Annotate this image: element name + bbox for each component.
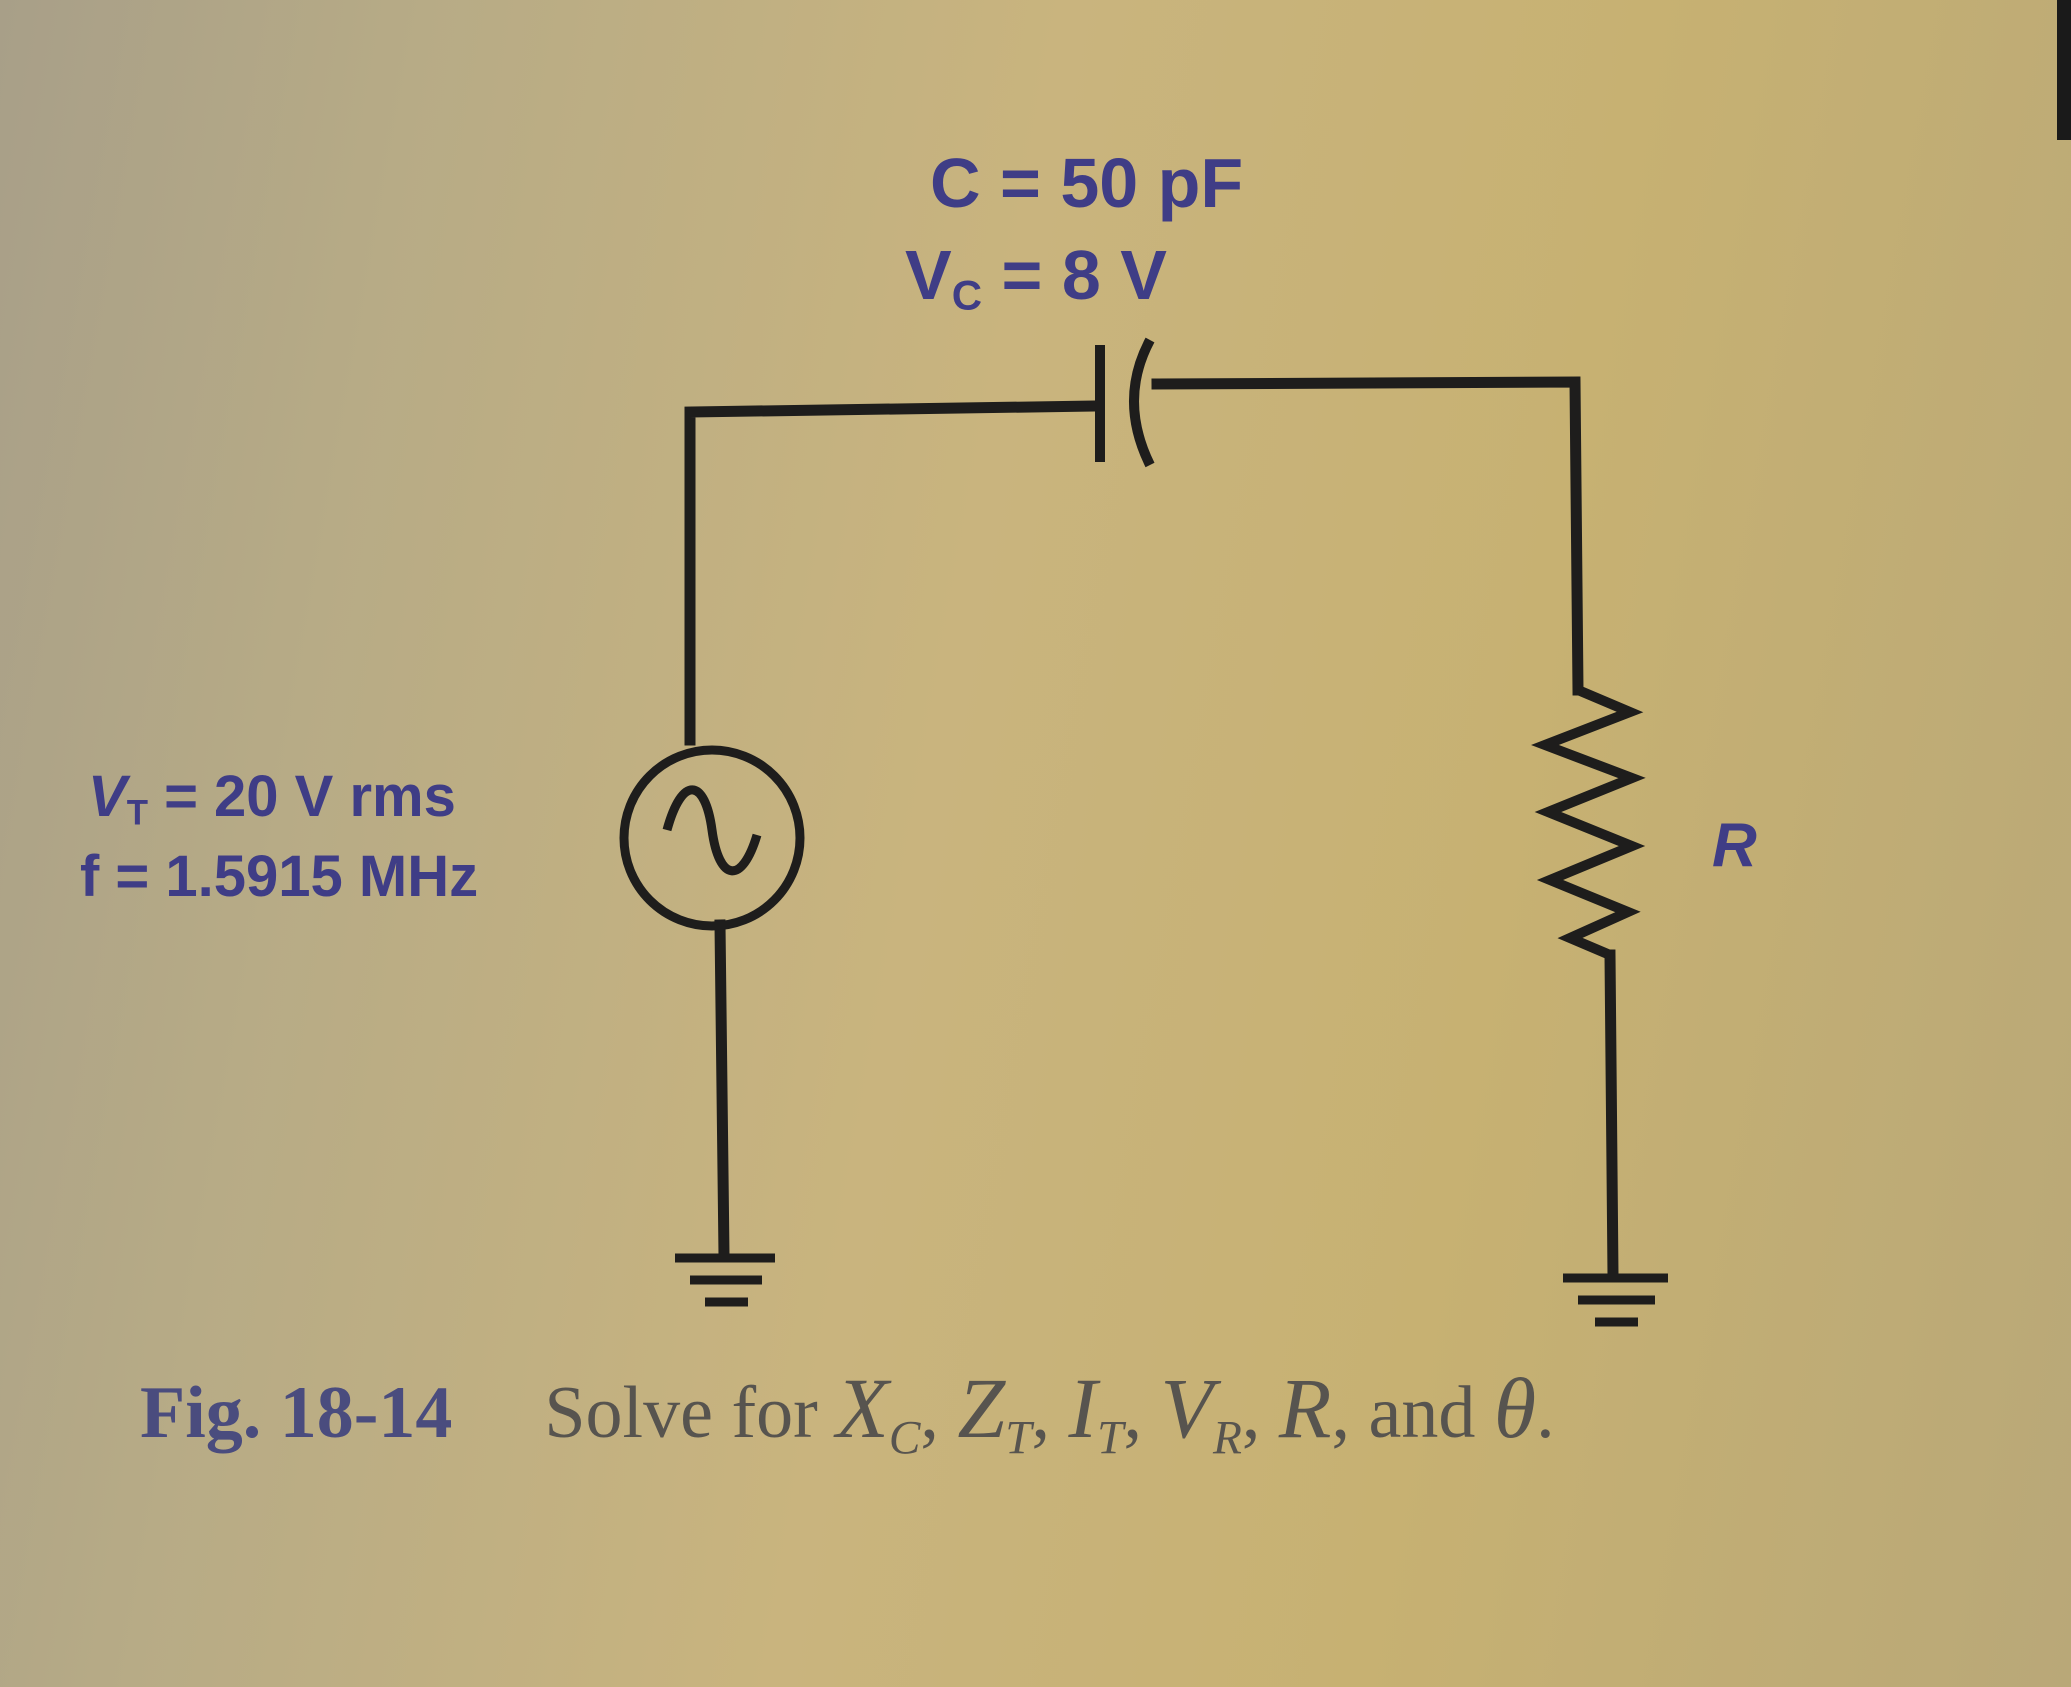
caption-theta: θ [1493, 1360, 1537, 1456]
wire-resistor-ground [1604, 949, 1619, 1281]
capacitor-voltage-label: VC = 8 V [905, 236, 1167, 319]
source-frequency-label: f = 1.5915 MHz [80, 844, 479, 909]
capacitor-symbol [1095, 337, 1155, 468]
caption-zt: ZT [957, 1360, 1032, 1465]
ground-symbol-left [675, 1253, 775, 1307]
ac-source-symbol [619, 745, 805, 931]
wire-top-left [684, 400, 1103, 746]
caption-xc: XC [836, 1360, 921, 1465]
caption-prefix: Solve for [544, 1372, 818, 1454]
figure-number: Fig. 18-14 [140, 1372, 453, 1454]
wire-source-ground [714, 919, 730, 1261]
circuit-wires [684, 376, 1619, 1281]
resistor-symbol [1531, 685, 1646, 960]
caption-it: IT [1068, 1360, 1124, 1465]
photo-edge [2057, 0, 2071, 140]
ground-symbol-right [1563, 1273, 1668, 1327]
caption-vr: VR [1160, 1360, 1242, 1465]
caption-r: R [1278, 1360, 1332, 1456]
capacitance-label: C = 50 pF [930, 144, 1244, 222]
source-voltage-label: VT = 20 V rms [88, 764, 456, 833]
resistor-label: R [1712, 811, 1757, 880]
caption-and: , and [1331, 1372, 1476, 1454]
wire-top-right [1151, 376, 1584, 696]
